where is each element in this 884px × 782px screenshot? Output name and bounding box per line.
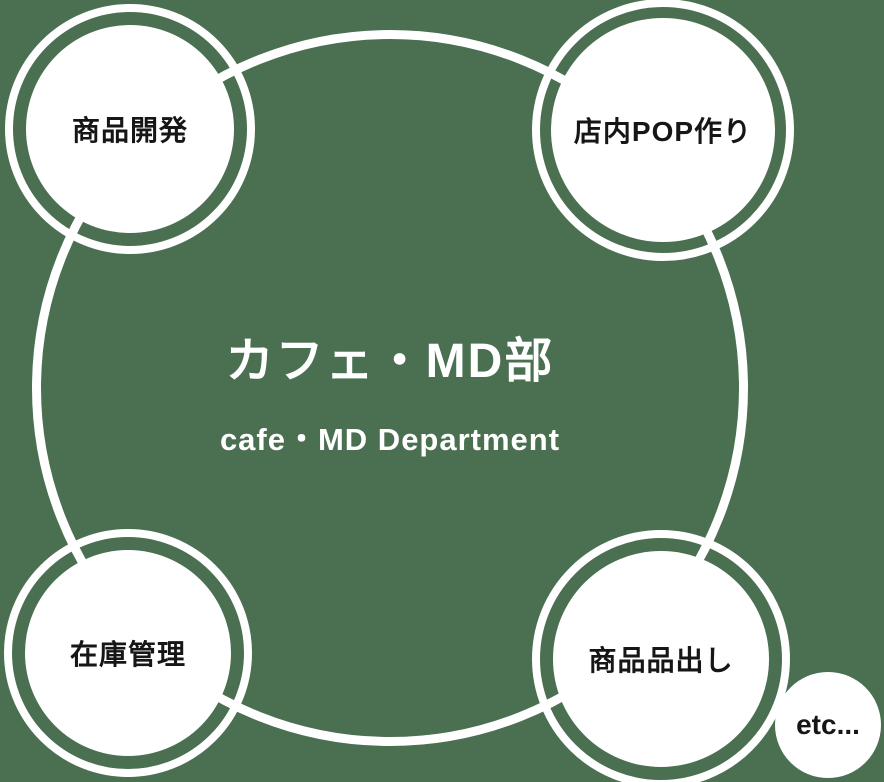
node-label-inventory-management: 在庫管理 [69,639,186,670]
cycle-ring [32,30,748,746]
node-circle-product-development: 商品開発 [26,25,234,233]
department-title: カフェ・MD部 [225,335,555,388]
node-outline-product-stocking [532,530,790,782]
node-outline-inventory-management [4,529,252,777]
node-outline-product-development [5,4,255,254]
node-circle-inventory-management: 在庫管理 [25,550,231,756]
node-outline-in-store-pop-making [532,0,794,261]
etc-label: etc... [796,709,860,740]
node-circle-in-store-pop-making: 店内POP作り [551,18,775,242]
etc-circle: etc... [775,672,881,778]
node-label-product-development: 商品開発 [71,115,188,146]
center-text-block: カフェ・MD部 cafe・MD Department [0,338,780,456]
node-label-in-store-pop-making: 店内POP作り [573,116,753,147]
department-subtitle: cafe・MD Department [219,422,561,457]
node-circle-product-stocking: 商品品出し [553,551,769,767]
node-label-product-stocking: 商品品出し [588,645,734,676]
